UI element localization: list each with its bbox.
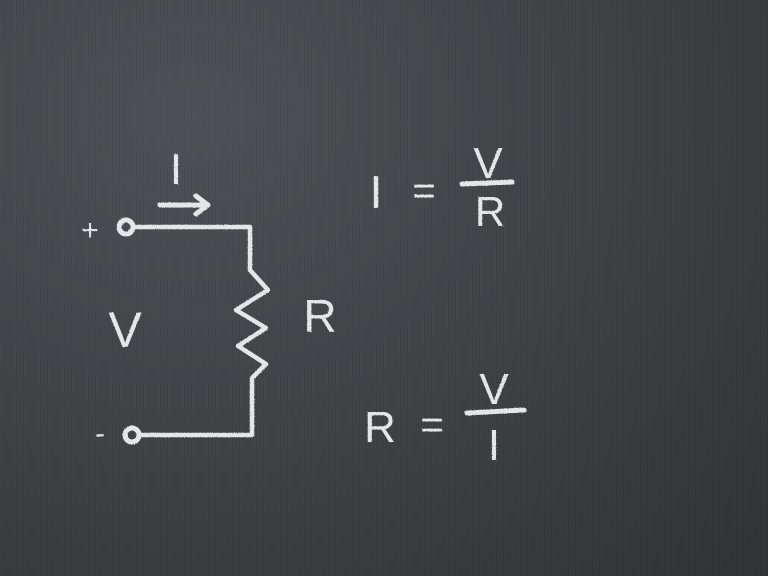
resistor-label: R — [303, 290, 336, 342]
formula-1-numerator: V — [473, 139, 503, 188]
formula-2-lhs: R — [364, 403, 396, 452]
circuit-wire — [130, 224, 271, 438]
formula-2-fraction-bar — [464, 407, 527, 416]
formula-2-numerator: V — [479, 365, 509, 414]
negative-terminal-icon — [122, 425, 142, 445]
formula-ohms-resistance: R = V I — [364, 365, 527, 470]
formula-1-lhs: I — [370, 166, 383, 218]
voltage-label: V — [108, 302, 142, 358]
negative-terminal-label: - — [95, 417, 105, 450]
current-label: I — [170, 145, 182, 194]
current-arrow-icon — [157, 193, 211, 217]
formula-2-denominator: I — [488, 421, 500, 470]
formula-ohms-current: I = V R — [370, 139, 515, 235]
positive-terminal-label: + — [81, 214, 99, 247]
formula-1-equals: = — [412, 169, 435, 213]
formula-1-fraction-bar — [459, 179, 515, 187]
formula-1-denominator: R — [475, 188, 505, 235]
formula-2-equals: = — [420, 403, 443, 447]
